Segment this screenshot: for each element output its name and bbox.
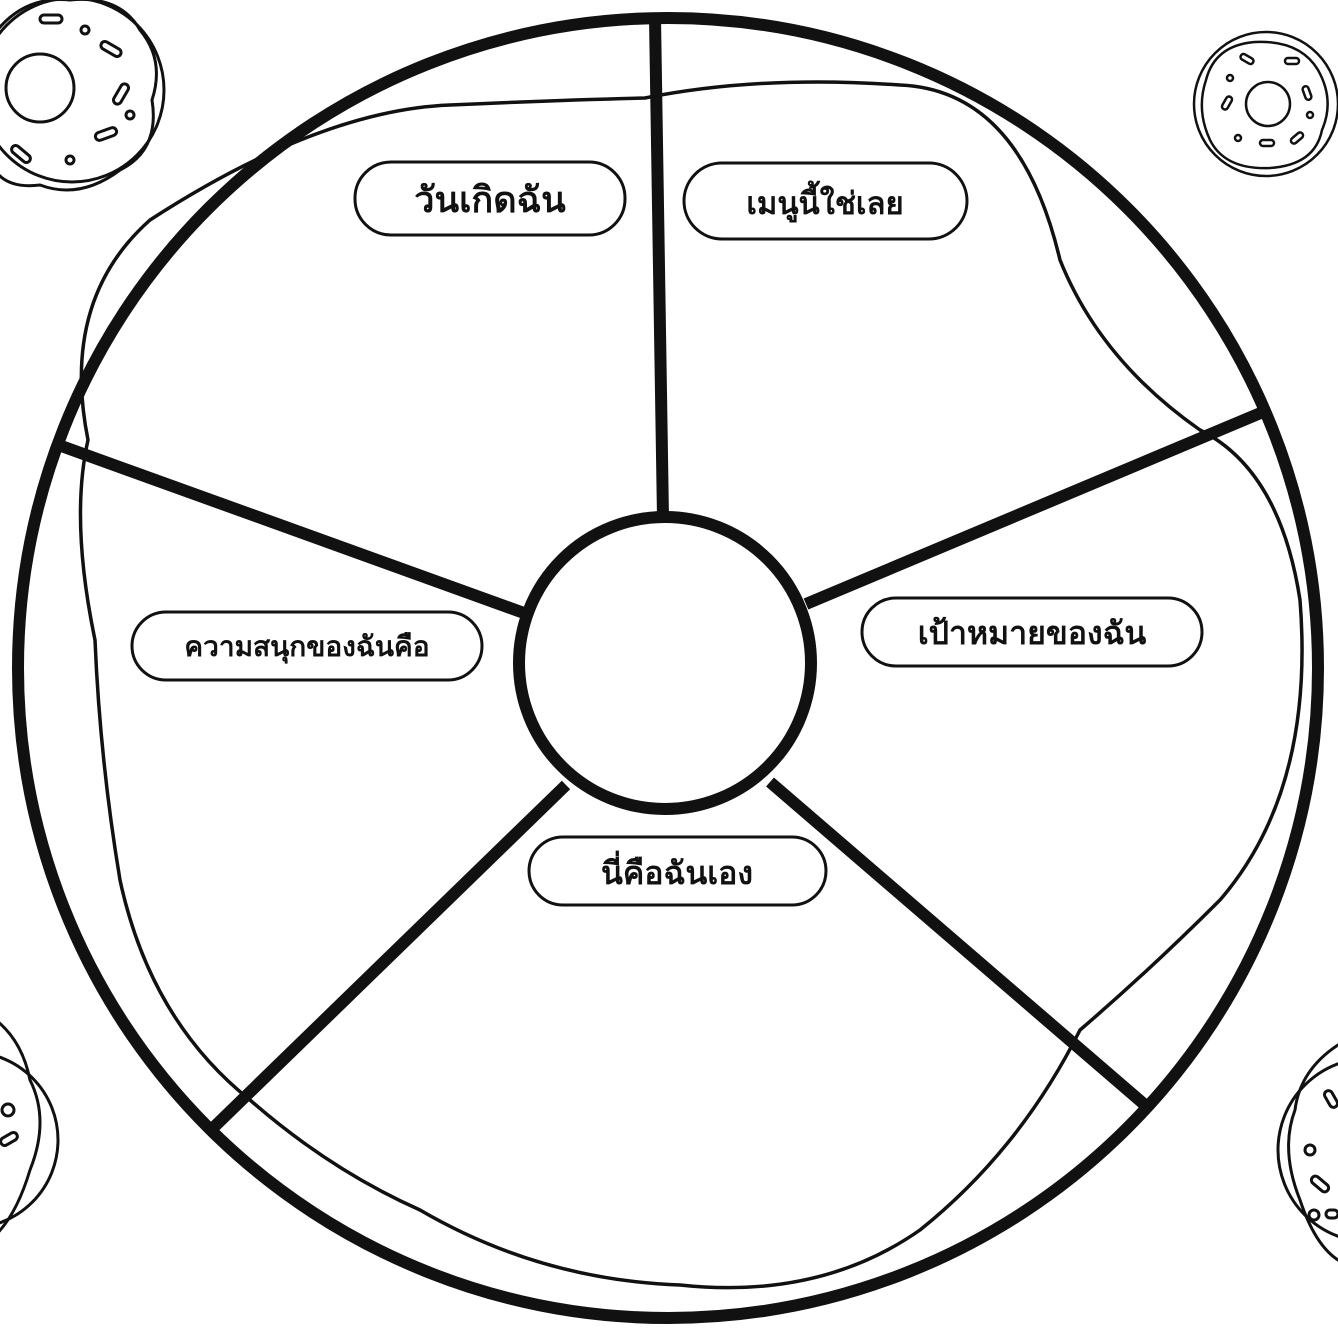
label-birthday: วันเกิดฉัน xyxy=(414,180,566,221)
label-me: นี่คือฉันเอง xyxy=(601,850,753,892)
label-pill-fun: ความสนุกของฉันคือ xyxy=(132,612,482,680)
label-pill-me: นี่คือฉันเอง xyxy=(529,837,826,905)
label-menu: เมนูนี้ใช่เลย xyxy=(746,180,903,223)
donut-icon xyxy=(1194,32,1338,176)
label-fun: ความสนุกของฉันคือ xyxy=(184,630,429,664)
center-hub xyxy=(519,517,811,809)
label-goal: เป้าหมายของฉัน xyxy=(918,614,1147,652)
label-pill-menu: เมนูนี้ใช่เลย xyxy=(684,163,967,239)
donut-icon xyxy=(0,0,164,190)
label-pill-goal: เป้าหมายของฉัน xyxy=(862,598,1202,666)
label-pill-birthday: วันเกิดฉัน xyxy=(355,162,625,235)
donut-icon xyxy=(0,1010,58,1240)
donut-icon xyxy=(1278,1045,1338,1260)
